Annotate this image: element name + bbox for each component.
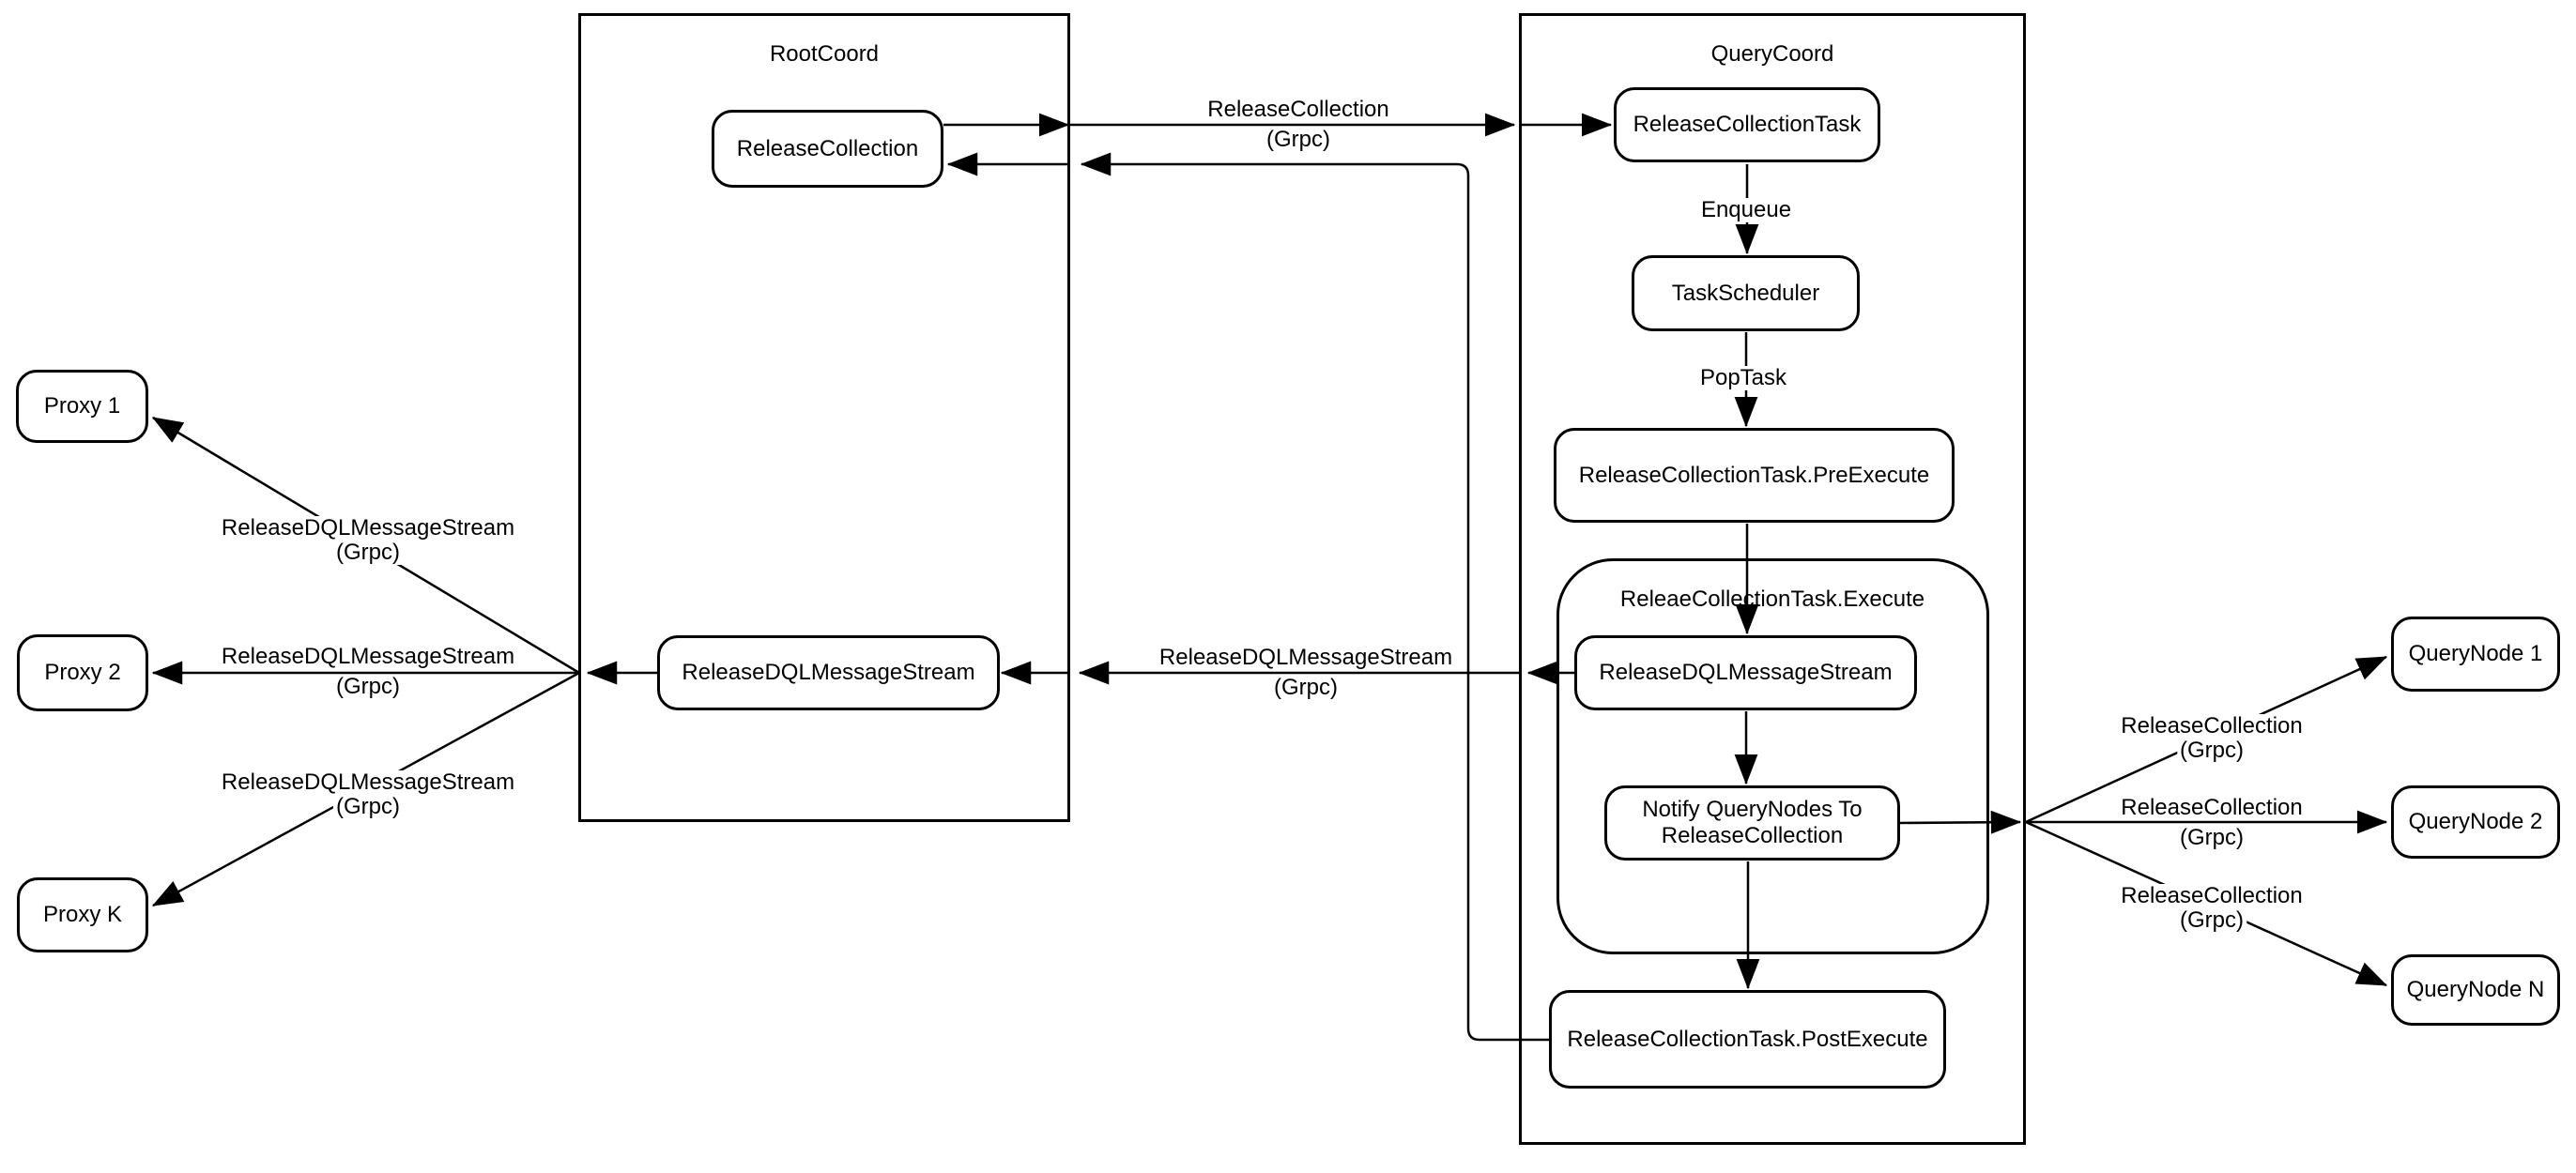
edge-label-poptask-text: PopTask [1696,366,1790,390]
edge-label-enqueue-text: Enqueue [1697,198,1795,222]
node-proxy-1-label: Proxy 1 [43,393,121,419]
edge-label-dql-grpc-proxyk: ReleaseDQLMessageStream (Grpc) [218,770,518,819]
edge-label-dql-grpc-proxy2-line2: (Grpc) [332,675,403,699]
node-notify-querynodes-label-line1: Notify QueryNodes To [1642,797,1863,822]
node-querynode-2-label: QueryNode 2 [2408,809,2543,834]
edge-label-dql-grpc-mid-line2: (Grpc) [1270,676,1341,700]
edge-label-dql-grpc-proxy2: ReleaseDQLMessageStream (Grpc) [218,645,518,699]
edge-label-enqueue: Enqueue [1697,198,1795,222]
node-querynode-2: QueryNode 2 [2391,785,2560,859]
node-querynode-n: QueryNode N [2391,954,2560,1026]
edge-label-dql-grpc-proxy2-line1: ReleaseDQLMessageStream [218,645,518,669]
edge-label-release-collection-grpc-top-line1: ReleaseCollection [1204,98,1392,122]
container-query-coord [1519,13,2026,1145]
edge-label-rc-grpc-qn1-line1: ReleaseCollection [2118,714,2306,739]
edge-notify-to-border [1899,810,2022,834]
edge-label-release-collection-grpc-top: ReleaseCollection (Grpc) [1204,98,1392,152]
query-coord-title: QueryCoord [1710,41,1834,67]
edge-label-rc-grpc-qn1: ReleaseCollection (Grpc) [2118,714,2306,763]
node-proxy-k-label: Proxy K [42,902,123,927]
node-release-collection-task-label: ReleaseCollectionTask [1633,112,1862,137]
edge-label-dql-grpc-proxy1-line1: ReleaseDQLMessageStream [218,516,518,541]
container-root-coord [578,13,1070,822]
node-proxy-1: Proxy 1 [16,370,148,443]
node-root-release-collection-label: ReleaseCollection [736,135,919,161]
edge-label-rc-grpc-qn2-line2: (Grpc) [2176,826,2246,850]
edge-postexecute-return-seg1 [1080,152,1549,1042]
node-pre-execute-label: ReleaseCollectionTask.PreExecute [1578,462,1930,488]
node-qc-release-dql-message-stream: ReleaseDQLMessageStream [1574,635,1917,710]
edge-label-dql-grpc-mid: ReleaseDQLMessageStream (Grpc) [1156,646,1456,700]
node-root-release-collection: ReleaseCollection [712,110,943,188]
node-release-collection-task: ReleaseCollectionTask [1614,87,1880,162]
container-execute-group [1556,558,1989,954]
edge-label-rc-grpc-qn2-line1: ReleaseCollection [2118,796,2306,820]
edge-label-dql-grpc-proxyk-line1: ReleaseDQLMessageStream [218,770,518,795]
node-querynode-1: QueryNode 1 [2391,617,2560,692]
edge-label-dql-grpc-proxy1: ReleaseDQLMessageStream (Grpc) [218,516,518,565]
node-querynode-n-label: QueryNode N [2406,977,2545,1002]
node-qc-release-dql-message-stream-label: ReleaseDQLMessageStream [1599,660,1893,685]
edge-label-dql-grpc-proxy1-line2: (Grpc) [332,541,403,565]
edge-label-release-collection-grpc-top-line2: (Grpc) [1263,128,1333,152]
edge-label-rc-grpc-qn3-line2: (Grpc) [2176,908,2246,933]
node-pre-execute: ReleaseCollectionTask.PreExecute [1554,428,1955,523]
edge-label-rc-grpc-qn1-line2: (Grpc) [2176,739,2246,763]
edge-label-rc-grpc-qn2: ReleaseCollection (Grpc) [2118,796,2306,850]
execute-group-title: ReleaeCollectionTask.Execute [1619,586,1925,612]
node-proxy-2-label: Proxy 2 [44,660,121,685]
node-task-scheduler: TaskScheduler [1632,255,1860,331]
node-post-execute-label: ReleaseCollectionTask.PostExecute [1567,1026,1928,1052]
node-querynode-1-label: QueryNode 1 [2408,641,2543,666]
node-root-release-dql-message-stream: ReleaseDQLMessageStream [657,635,1000,710]
edge-label-dql-grpc-mid-line1: ReleaseDQLMessageStream [1156,646,1456,670]
edge-label-poptask: PopTask [1696,366,1790,390]
node-task-scheduler-label: TaskScheduler [1671,280,1820,306]
node-root-release-dql-message-stream-label: ReleaseDQLMessageStream [682,660,975,685]
node-notify-querynodes-label-line2: ReleaseCollection [1661,823,1844,848]
edge-label-dql-grpc-proxyk-line2: (Grpc) [332,795,403,819]
node-notify-querynodes: Notify QueryNodes To ReleaseCollection [1604,785,1900,861]
root-coord-title: RootCoord [769,41,880,67]
node-post-execute: ReleaseCollectionTask.PostExecute [1549,990,1946,1089]
node-proxy-k: Proxy K [17,877,148,952]
edge-label-rc-grpc-qn3: ReleaseCollection (Grpc) [2118,884,2306,933]
edge-label-rc-grpc-qn3-line1: ReleaseCollection [2118,884,2306,908]
node-proxy-2: Proxy 2 [17,634,148,711]
